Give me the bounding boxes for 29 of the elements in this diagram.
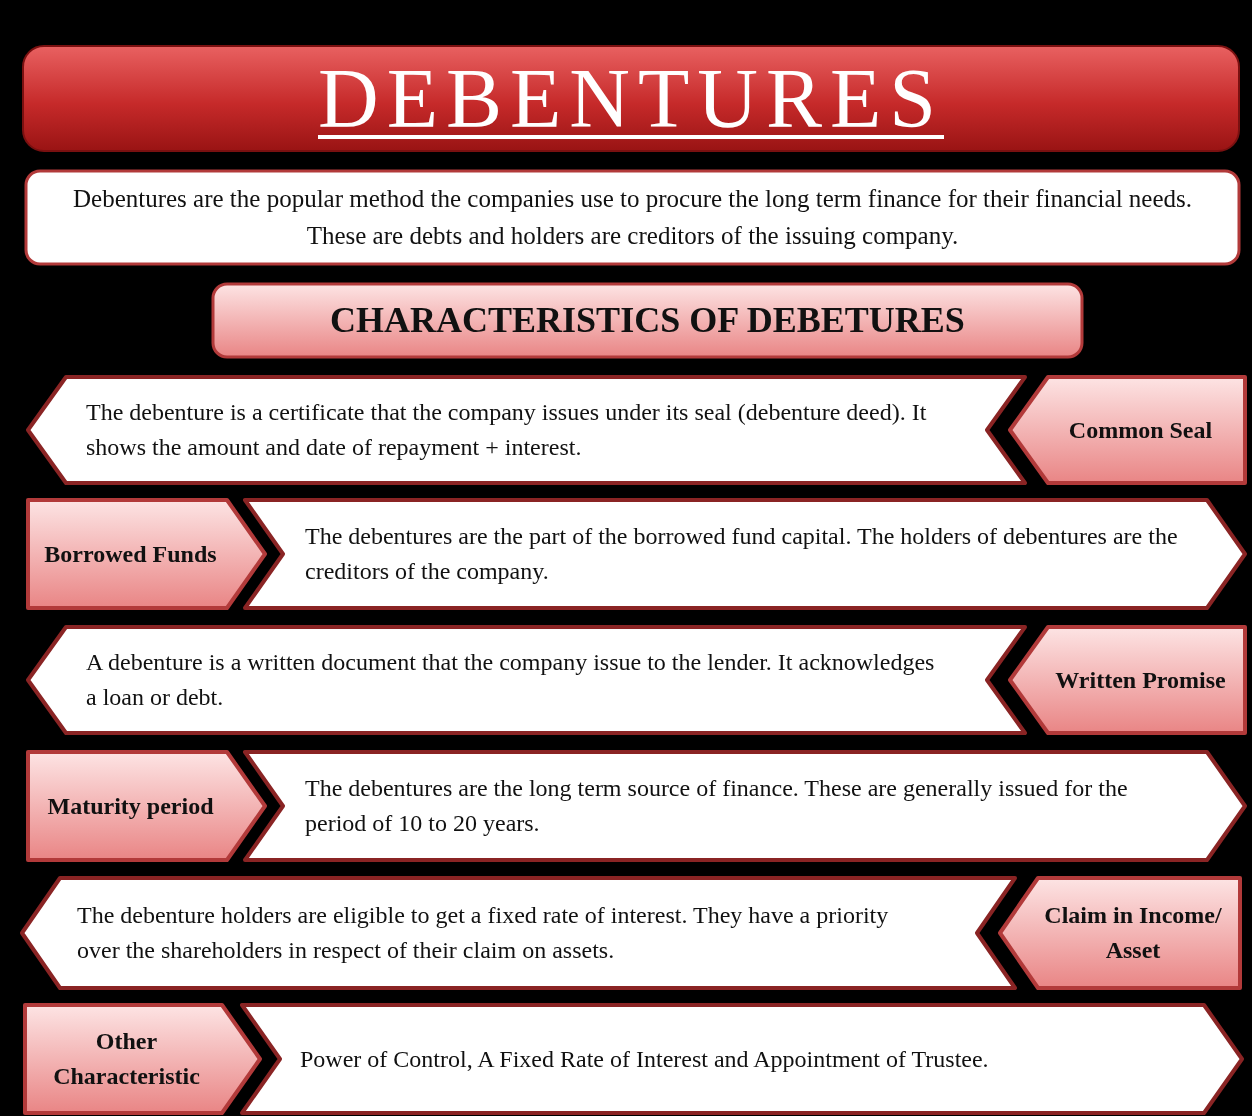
tag-shape xyxy=(25,1005,260,1113)
description-text: The debenture is a certificate that the company issues under its seal (debenture deed). It shows the amount and date of repayment + interest. xyxy=(86,398,928,462)
title: DEBENTURES xyxy=(318,51,944,147)
tag-label: Other Characteristic xyxy=(52,1027,201,1091)
tag-label: Claim in Income/ Asset xyxy=(1043,901,1223,965)
tag-shape xyxy=(28,752,265,860)
tag-label: CHARACTERISTICS OF DEBETURES xyxy=(330,299,965,343)
description-text: Debentures are the popular method the companies use to procure the long term finance for their financial needs. These are debts and holders are creditors of the issuing company. xyxy=(72,184,1193,251)
description-text: Power of Control, A Fixed Rate of Interest and Appointment of Trustee. xyxy=(300,1044,989,1074)
description-text: The debenture holders are eligible to get a fixed rate of interest. They have a priority over the shareholders in respect of their claim on assets. xyxy=(77,901,890,965)
heading-box xyxy=(212,283,1083,358)
arrow-shape xyxy=(28,377,1025,483)
tag-shape xyxy=(1000,878,1240,988)
arrow-shape xyxy=(28,627,1025,733)
tag-label: Common Seal xyxy=(1068,415,1213,445)
tag-label: Written Promise xyxy=(1055,665,1226,695)
tag-shape xyxy=(28,500,265,608)
arrow-shape xyxy=(242,1005,1242,1113)
arrow-shape xyxy=(245,752,1245,860)
description-text: A debenture is a written document that the company issue to the lender. It acknowledges a loan or debt. xyxy=(86,648,935,712)
description-text: The debentures are the part of the borrowed fund capital. The holders of debentures are the creditors of the company. xyxy=(305,522,1179,586)
tag-label: Borrowed Funds xyxy=(44,539,217,569)
arrow-shape xyxy=(245,500,1245,608)
tag-shape xyxy=(1010,627,1245,733)
tag-label: Maturity period xyxy=(47,791,214,821)
tag-shape xyxy=(1010,377,1245,483)
intro-box xyxy=(25,170,1240,265)
description-text: The debentures are the long term source of finance. These are generally issued for the period of 10 to 20 years. xyxy=(305,774,1129,838)
arrow-shape xyxy=(22,878,1015,988)
